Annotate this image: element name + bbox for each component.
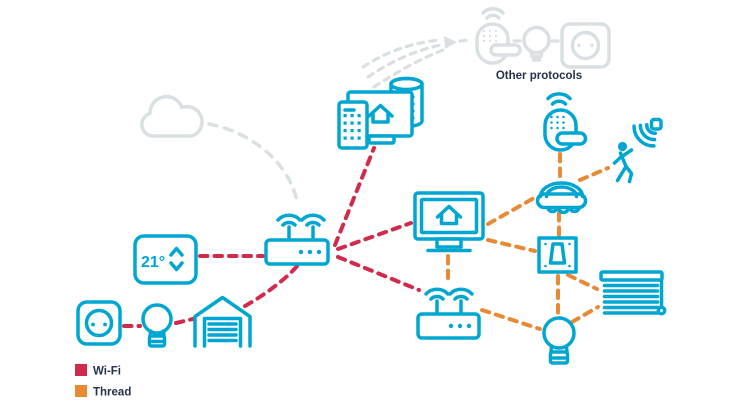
other-link-hub-fan-3 [372,48,445,89]
other-link-hub-fan-1 [361,38,442,69]
wifi-link-router1-hub [333,146,376,247]
smart-speaker-icon [337,100,369,150]
other-protocols-label: Other protocols [496,70,582,82]
other-link-arrowhead [444,36,457,49]
light-bulb-right-icon [542,316,576,365]
wifi-router-main-icon [264,213,330,266]
other-link-cloud-router1 [207,122,299,203]
thread-link-display-switch [486,238,537,253]
motion-sensor-icon [612,117,663,184]
garage-door-icon [193,295,252,348]
other-link-arrow-lock [458,38,473,43]
other-link-hub-fan-2 [366,43,443,79]
thermostat-down-chevron-icon [169,261,184,272]
thread-link-smoke-motion [578,166,610,182]
thermostat-up-chevron-icon [169,246,184,257]
thread-link-bulbright-blinds [570,305,600,324]
window-blinds-icon [599,270,667,316]
wifi-legend-label: Wi-Fi [93,366,121,378]
legend: Wi-Fi Thread [75,364,131,399]
other-protocols-outlet-icon [560,22,611,69]
light-bulb-left-icon [141,303,173,348]
hub-devices-icon [337,76,424,150]
wifi-link-garage-router1 [243,263,300,308]
wifi-legend-swatch [75,364,87,376]
smart-display-icon [413,191,485,253]
door-lock-icon [543,92,588,152]
thread-link-router2-bulbright [480,308,542,331]
smart-plug-icon [76,300,122,346]
wifi-link-router1-display [336,221,413,251]
smoke-detector-icon [535,181,588,215]
thread-legend-swatch [75,385,87,397]
light-switch-icon [537,236,578,274]
other-protocols-lock-icon [475,7,522,65]
cloud-icon [140,94,204,138]
other-protocols-bulb-icon [522,25,551,62]
thread-link-switch-blinds [566,273,599,291]
wifi-link-router1-router2 [336,255,421,292]
thread-link-display-smoke [486,196,536,226]
thermostat-icon: 21° [133,234,198,285]
wifi-router-second-icon [416,287,481,340]
thread-legend-label: Thread [93,387,131,399]
thermostat-temperature: 21° [141,254,165,271]
motion-sensor-device-icon [649,117,663,131]
